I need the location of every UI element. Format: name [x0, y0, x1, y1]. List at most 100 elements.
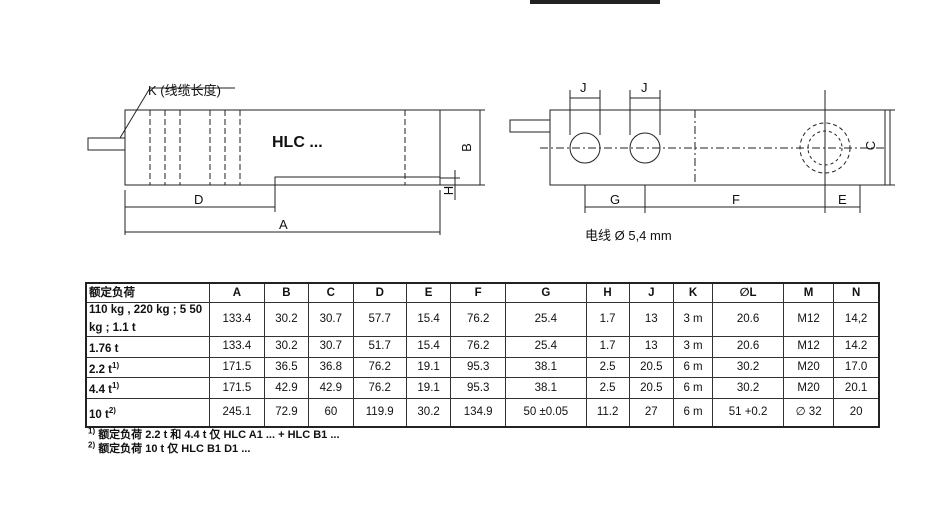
footnote-ref: 1): [112, 381, 120, 391]
value-cell: 133.4: [209, 302, 265, 337]
dim-f: F: [732, 192, 740, 207]
dim-c: C: [863, 140, 879, 151]
column-header: M: [782, 282, 835, 303]
value-cell: 42.9: [308, 377, 354, 400]
dim-b: B: [458, 143, 474, 152]
value-cell: 171.5: [209, 356, 265, 379]
value-cell: 20.1: [833, 377, 880, 400]
wire-note: 电线 Ø 5,4 mm: [585, 228, 672, 243]
side-view-drawing: [87, 87, 485, 235]
value-cell: 25.4: [505, 302, 587, 337]
value-cell: 30.2: [405, 398, 452, 428]
value-cell: 11.2: [585, 398, 630, 428]
value-cell: 76.2: [352, 377, 407, 400]
dim-j-2: J: [641, 80, 648, 95]
column-header: F: [450, 282, 507, 303]
footnote-text: 额定负荷 2.2 t 和 4.4 t 仅 HLC A1 ... + HLC B1…: [98, 429, 340, 441]
value-cell: 3 m: [672, 302, 714, 337]
value-cell: 14.2: [833, 335, 880, 358]
cable-length-label: K (线缆长度): [148, 83, 221, 98]
load-text: 1.76 t: [89, 342, 119, 355]
value-cell: 30.2: [263, 335, 310, 358]
dim-e: E: [838, 192, 847, 207]
column-header: D: [352, 282, 407, 303]
value-cell: M20: [782, 377, 835, 400]
value-cell: 38.1: [505, 377, 587, 400]
load-text: 2.2 t: [89, 363, 113, 376]
value-cell: 19.1: [405, 356, 452, 379]
load-text: 4.4 t: [89, 384, 113, 397]
value-cell: 2.5: [585, 377, 630, 400]
value-cell: 14,2: [833, 302, 880, 337]
value-cell: 38.1: [505, 356, 587, 379]
value-cell: 57.7: [352, 302, 407, 337]
column-header: ∅L: [712, 282, 784, 303]
column-header: H: [585, 282, 630, 303]
dim-g: G: [610, 192, 621, 207]
load-text: 110 kg , 220 kg ; 5 50 kg ; 1.1 t: [89, 304, 203, 334]
value-cell: 245.1: [209, 398, 265, 428]
dim-a: A: [279, 217, 288, 232]
value-cell: 133.4: [209, 335, 265, 358]
value-cell: 6 m: [672, 356, 714, 379]
value-cell: 27: [628, 398, 674, 428]
value-cell: 171.5: [209, 377, 265, 400]
value-cell: 95.3: [450, 356, 507, 379]
value-cell: 119.9: [352, 398, 407, 428]
model-label: HLC ...: [272, 134, 323, 151]
footnote-mark: 1): [88, 426, 96, 436]
footnote-ref: 2): [108, 405, 116, 415]
value-cell: 1.7: [585, 302, 630, 337]
footnote-1: 1) 额定负荷 2.2 t 和 4.4 t 仅 HLC A1 ... + HLC…: [88, 426, 340, 442]
value-cell: 17.0: [833, 356, 880, 379]
value-cell: 2.5: [585, 356, 630, 379]
value-cell: 95.3: [450, 377, 507, 400]
value-cell: 76.2: [352, 356, 407, 379]
footnote-2: 2) 额定负荷 10 t 仅 HLC B1 D1 ...: [88, 440, 250, 456]
column-header: A: [209, 282, 265, 303]
load-cell: 110 kg , 220 kg ; 5 50 kg ; 1.1 t: [85, 302, 210, 337]
dim-d: D: [194, 192, 204, 207]
dim-j-1: J: [580, 80, 587, 95]
value-cell: M12: [782, 335, 835, 358]
value-cell: 13: [628, 335, 674, 358]
value-cell: M20: [782, 356, 835, 379]
load-cell: 1.76 t: [85, 335, 210, 358]
value-cell: 20.5: [628, 356, 674, 379]
value-cell: 25.4: [505, 335, 587, 358]
value-cell: 72.9: [263, 398, 310, 428]
value-cell: 76.2: [450, 302, 507, 337]
value-cell: 30.2: [712, 377, 784, 400]
footnote-mark: 2): [88, 440, 96, 450]
value-cell: 36.5: [263, 356, 310, 379]
value-cell: 30.2: [263, 302, 310, 337]
value-cell: 51.7: [352, 335, 407, 358]
column-header: B: [263, 282, 310, 303]
value-cell: 20.6: [712, 335, 784, 358]
value-cell: ∅ 32: [782, 398, 835, 428]
value-cell: 42.9: [263, 377, 310, 400]
value-cell: 19.1: [405, 377, 452, 400]
value-cell: 30.7: [308, 335, 354, 358]
load-cell: 4.4 t1): [85, 377, 210, 400]
footnote-text: 额定负荷 10 t 仅 HLC B1 D1 ...: [98, 443, 251, 455]
value-cell: 20.6: [712, 302, 784, 337]
value-cell: 20: [833, 398, 880, 428]
value-cell: 30.2: [712, 356, 784, 379]
column-header: J: [628, 282, 674, 303]
value-cell: 6 m: [672, 398, 714, 428]
value-cell: 20.5: [628, 377, 674, 400]
value-cell: 76.2: [450, 335, 507, 358]
value-cell: M12: [782, 302, 835, 337]
column-header: 额定负荷: [85, 282, 210, 303]
value-cell: 30.7: [308, 302, 354, 337]
cut-off-title: [530, 0, 660, 4]
column-header: E: [405, 282, 452, 303]
column-header: N: [833, 282, 880, 303]
